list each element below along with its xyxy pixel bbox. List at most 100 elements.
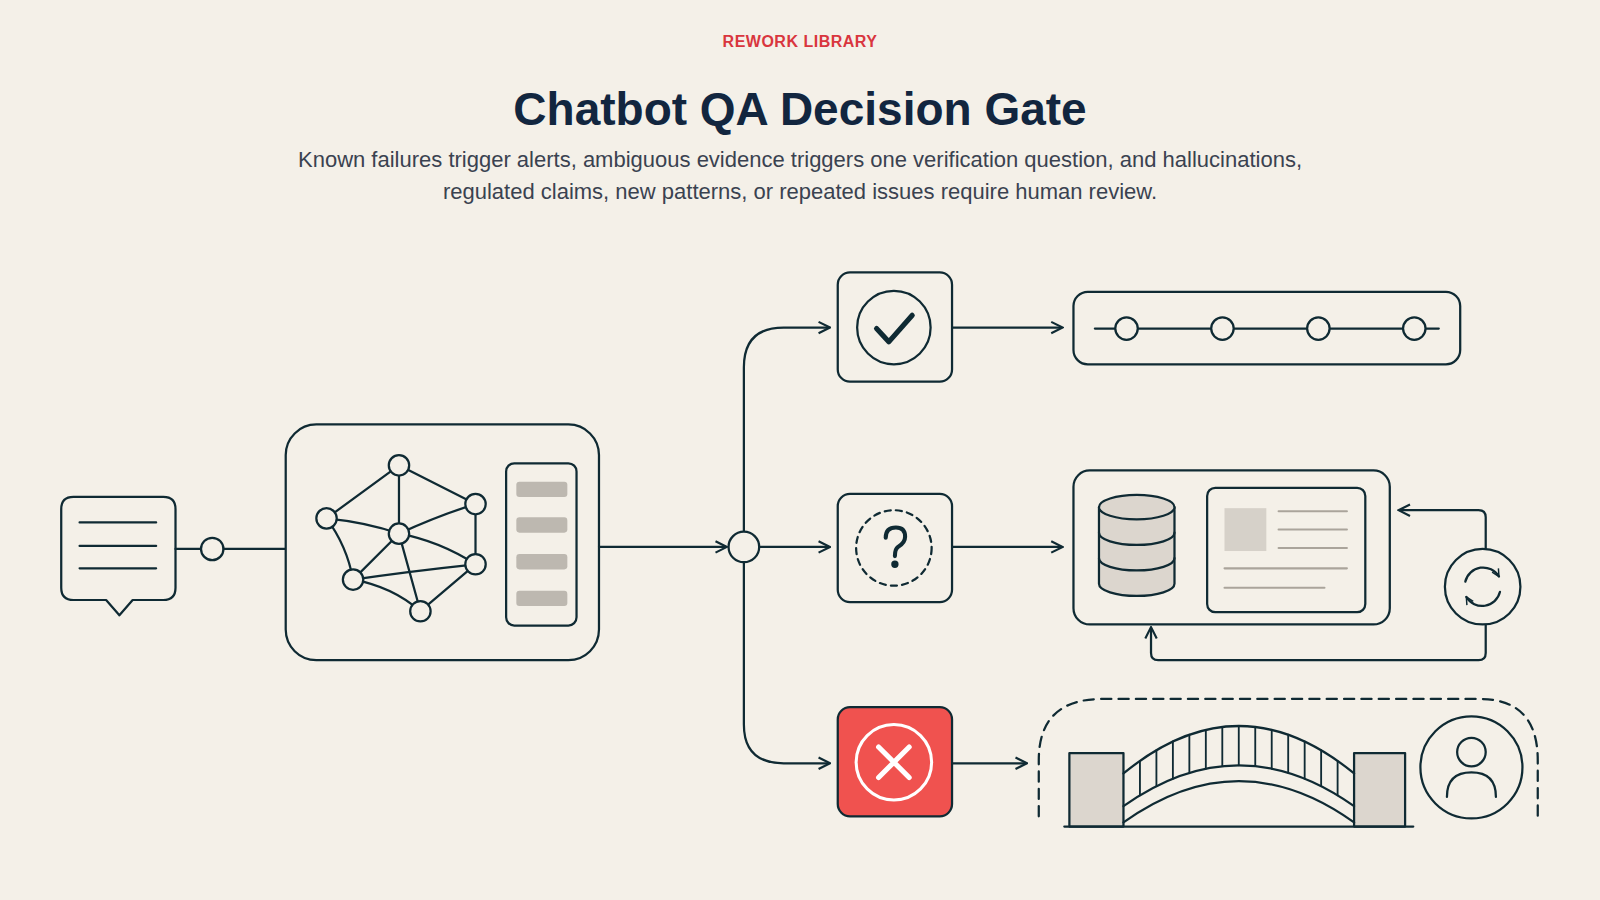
human-review-bridge (1188, 735, 1190, 773)
verification-panel (1073, 470, 1520, 660)
network-graph (343, 569, 363, 589)
gate-branches (744, 328, 829, 532)
fail-icon (838, 707, 952, 816)
alert-timeline (1211, 317, 1233, 339)
human-review-bridge (1139, 761, 1141, 795)
human-review-bridge (1123, 781, 1354, 822)
human-review-bridge (1221, 727, 1223, 766)
database-icon (1099, 558, 1175, 570)
network-graph (327, 465, 399, 518)
human-review-bridge (1254, 727, 1256, 766)
refresh-loop (1400, 510, 1486, 549)
header: REWORK LIBRARYChatbot QA Decision GateKn… (0, 30, 1600, 208)
verification-panel (1073, 470, 1389, 624)
network-graph (353, 564, 475, 579)
human-review-bridge (1205, 730, 1207, 769)
fail-icon (856, 724, 932, 800)
input-wire (223, 548, 285, 550)
verify-icon (838, 494, 952, 602)
human-review-bridge (1337, 761, 1339, 795)
network-graph (410, 601, 430, 621)
caption: Known failures trigger alerts, ambiguous… (295, 144, 1305, 208)
human-review-bridge (1172, 742, 1174, 779)
evidence-card (1224, 587, 1324, 589)
network-graph (465, 494, 485, 514)
alert-timeline (1307, 317, 1329, 339)
chat-bubble (80, 545, 157, 547)
evidence-card (1224, 508, 1266, 551)
reviewer-icon (1420, 716, 1522, 818)
chat-bubble (61, 497, 175, 615)
human-review-bridge (1064, 825, 1413, 827)
pass-icon (838, 272, 952, 381)
illustration (61, 272, 1538, 826)
token-panel (506, 463, 576, 625)
reviewer-icon (1420, 716, 1522, 818)
outcome-arrows (952, 326, 1061, 328)
input-wire (201, 538, 223, 560)
evidence-card (1279, 529, 1347, 531)
human-review-bridge (1069, 753, 1123, 826)
evidence-card (1224, 511, 1346, 588)
chat-bubble (80, 567, 157, 569)
alert-timeline (1115, 317, 1137, 339)
database-icon (1099, 495, 1175, 596)
gate-branches (599, 546, 726, 548)
input-wire (176, 538, 286, 560)
verify-icon (892, 562, 897, 567)
token-panel (516, 517, 567, 532)
input-wire (176, 548, 202, 550)
token-panel (516, 554, 567, 569)
evidence-card (1224, 567, 1346, 569)
evidence-card (1279, 547, 1347, 549)
model-box (286, 424, 599, 660)
alert-timeline (1073, 292, 1460, 364)
human-review-bridge (1354, 753, 1405, 826)
network-graph (399, 465, 476, 504)
outcome-arrows (952, 546, 1061, 548)
pass-icon (857, 291, 930, 364)
gate-branches (599, 328, 829, 764)
gate-branches (759, 546, 828, 548)
token-panel (516, 591, 567, 606)
refresh-loop (1151, 624, 1486, 660)
human-review-bridge (1304, 742, 1306, 779)
verify-icon (838, 494, 952, 602)
evidence-card (1207, 488, 1365, 612)
human-review-bridge (1140, 726, 1338, 795)
network-graph (465, 554, 485, 574)
chat-bubble (61, 497, 175, 615)
gate-branches (729, 532, 760, 563)
pass-icon (838, 272, 952, 381)
human-review-bridge (1271, 730, 1273, 769)
chat-bubble (80, 521, 157, 523)
refresh-loop (1465, 568, 1499, 582)
network-graph (399, 504, 476, 534)
human-review-bridge (1287, 735, 1289, 773)
eyebrow-label: REWORK LIBRARY (0, 30, 1600, 54)
reviewer-icon (1447, 772, 1496, 796)
pass-icon (877, 315, 913, 342)
reviewer-icon (1457, 738, 1486, 767)
human-review-bridge (1123, 765, 1354, 806)
token-panel (506, 463, 576, 625)
outcome-arrows (952, 328, 1061, 764)
network-graph (389, 455, 409, 475)
fail-icon (879, 747, 910, 778)
alert-timeline (1073, 292, 1460, 364)
refresh-loop (1466, 592, 1500, 606)
alert-timeline (1403, 317, 1425, 339)
human-review-bridge (1155, 750, 1157, 786)
alert-timeline (1095, 327, 1439, 329)
human-review-bridge (1238, 726, 1240, 765)
human-review-bridge (1320, 750, 1322, 786)
human-review-bridge (1039, 699, 1538, 827)
network-graph (389, 523, 409, 543)
verify-icon (856, 510, 932, 586)
gate-branches (744, 562, 829, 763)
token-panel (516, 482, 567, 497)
fail-icon (838, 707, 952, 816)
refresh-loop (1151, 510, 1520, 660)
network-graph (399, 534, 476, 565)
database-icon (1099, 495, 1175, 519)
